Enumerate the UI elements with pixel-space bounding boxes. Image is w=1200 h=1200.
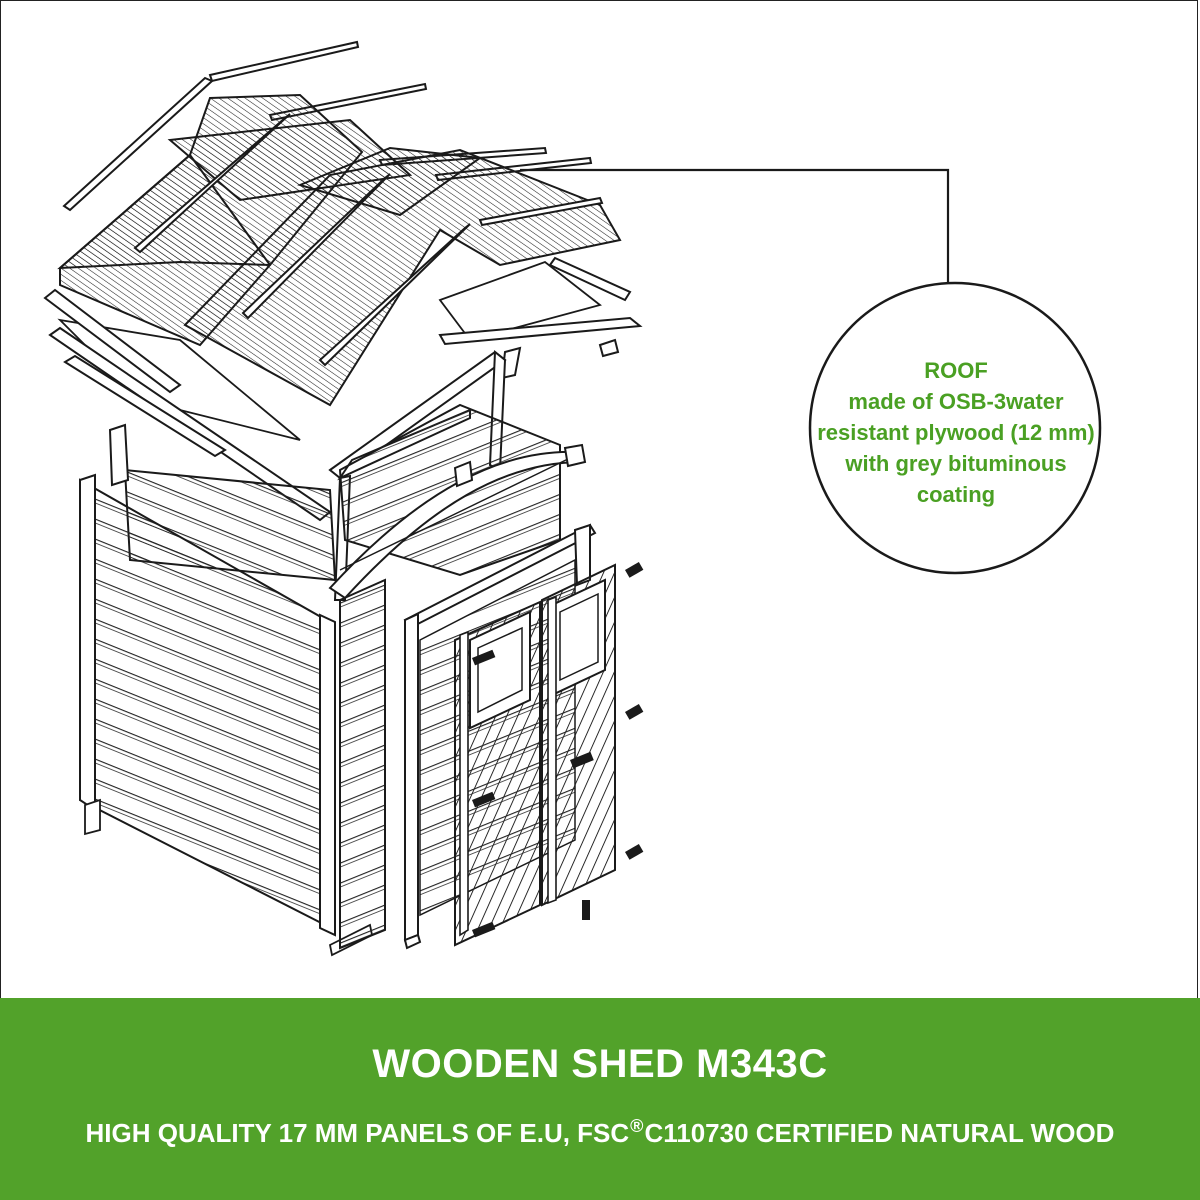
door-leaf-right bbox=[541, 563, 616, 907]
product-banner: WOODEN SHED M343C HIGH QUALITY 17 MM PAN… bbox=[0, 998, 1200, 1200]
subtitle-text: HIGH QUALITY 17 MM PANELS OF E.U, FSC bbox=[85, 1118, 630, 1148]
subtitle-text-cert: C110730 CERTIFIED NATURAL WOOD bbox=[644, 1118, 1115, 1148]
callout-line: coating bbox=[916, 482, 996, 507]
callout-circle bbox=[808, 281, 1102, 575]
shed-exploded-diagram bbox=[43, 40, 1102, 957]
roof-batten-strips bbox=[133, 113, 604, 367]
fascia-boards bbox=[43, 256, 643, 522]
hinge-icon bbox=[471, 649, 496, 938]
door-leaf-left bbox=[454, 600, 541, 947]
registered-mark: ® bbox=[630, 1116, 644, 1136]
product-title: WOODEN SHED M343C bbox=[372, 1042, 828, 1086]
door-latch-icon bbox=[570, 751, 594, 769]
front-corner-pillar bbox=[339, 578, 386, 950]
roof-callout-text: ROOF made of OSB-3water resistant plywoo… bbox=[808, 355, 1104, 510]
hardware-hinges bbox=[582, 562, 644, 920]
callout-line: with grey bituminous bbox=[845, 451, 1067, 476]
door-frame bbox=[403, 523, 597, 950]
product-subtitle: HIGH QUALITY 17 MM PANELS OF E.U, FSC®C1… bbox=[0, 1116, 1200, 1149]
callout-line: resistant plywood (12 mm) bbox=[817, 420, 1095, 445]
left-wall bbox=[79, 473, 374, 957]
callout-line: made of OSB-3water bbox=[848, 389, 1064, 414]
front-gable-arch bbox=[328, 443, 587, 600]
callout-connector bbox=[520, 168, 950, 300]
callout-line-title: ROOF bbox=[924, 358, 988, 383]
